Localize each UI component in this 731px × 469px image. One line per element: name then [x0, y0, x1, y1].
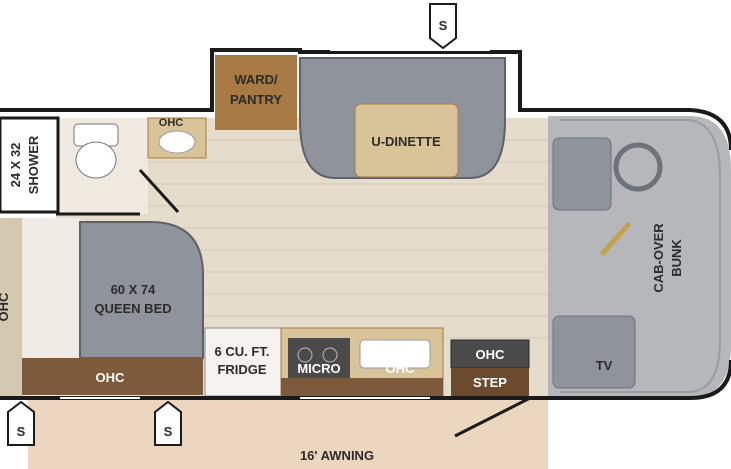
slide-marker-rear-label: S	[17, 424, 26, 439]
micro-label: MICRO	[297, 361, 340, 376]
bed-label-1: 60 X 74	[111, 282, 157, 297]
awning-label: 16' AWNING	[300, 448, 374, 463]
slide-marker-side-label: S	[164, 424, 173, 439]
passenger-seat	[552, 315, 636, 389]
fridge-label-2: FRIDGE	[217, 362, 266, 377]
cooktop-burner-1	[297, 347, 313, 363]
step-ohc	[450, 339, 530, 369]
rear-ohc-strip	[0, 218, 22, 396]
awning	[28, 397, 548, 469]
galley-sink	[359, 339, 431, 369]
bath-door	[138, 168, 180, 214]
entry-step	[451, 368, 529, 396]
shower-label-2: SHOWER	[26, 135, 41, 194]
cabover-label-2: BUNK	[669, 239, 684, 277]
slide-marker-side: S	[154, 400, 182, 446]
driver-seat	[552, 137, 612, 211]
sink-basin	[158, 130, 196, 154]
rear-ohc-label: OHC	[0, 292, 11, 322]
entry-door	[454, 396, 531, 438]
ward-pantry-label-2: PANTRY	[230, 92, 282, 107]
queen-bed	[79, 221, 204, 359]
slide-marker-top: S	[429, 3, 457, 50]
steering-wheel	[613, 142, 663, 192]
tv-label: TV	[596, 358, 613, 373]
step-label: STEP	[473, 375, 507, 390]
bath-ohc-label: OHC	[159, 117, 184, 129]
ward-pantry-label-1: WARD/	[234, 72, 278, 87]
gear-shift	[600, 222, 631, 256]
cooktop-burner-2	[322, 347, 338, 363]
cab-wall-bottom	[548, 359, 731, 400]
ward-pantry	[215, 55, 297, 130]
rear-ohc	[22, 358, 80, 395]
cabover-bunk-outline	[560, 119, 721, 393]
toilet-bowl	[75, 141, 117, 179]
bed-ohc-label: OHC	[96, 370, 126, 385]
step-ohc-label: OHC	[476, 347, 506, 362]
bed-label-2: QUEEN BED	[94, 301, 171, 316]
shower	[0, 116, 60, 214]
galley-ohc-label: OHC	[386, 361, 416, 376]
galley-ohc	[281, 378, 443, 396]
slide-marker-top-label: S	[439, 18, 448, 33]
shower-label-1: 24 X 32	[8, 143, 23, 188]
fridge	[204, 327, 282, 397]
bed-ohc	[80, 358, 203, 395]
cab-wall-top	[548, 108, 731, 151]
exterior-wall	[0, 48, 548, 112]
dinette-table	[354, 103, 459, 178]
cabover-label-1: CAB-OVER	[651, 223, 666, 293]
u-dinette-label: U-DINETTE	[371, 134, 441, 149]
fridge-label-1: 6 CU. FT.	[215, 344, 270, 359]
slide-marker-rear: S	[7, 400, 35, 446]
